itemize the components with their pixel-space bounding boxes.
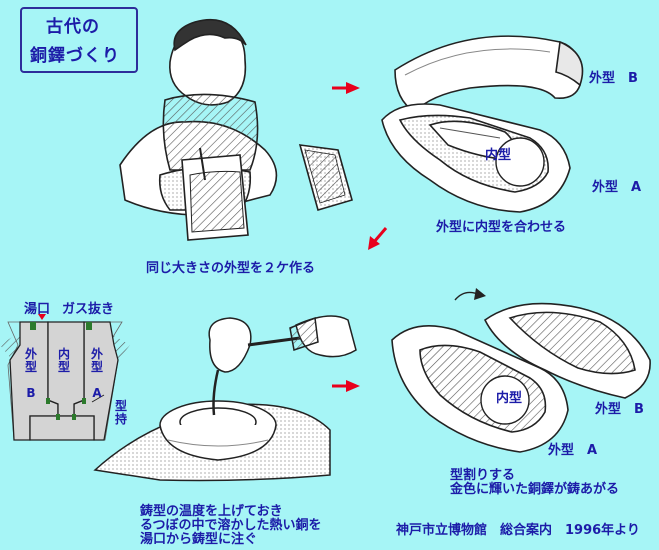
opened-mold-bottom xyxy=(391,288,651,453)
section-char: 型 xyxy=(114,399,127,413)
section-char: 外 xyxy=(90,347,103,361)
section-char: 外 xyxy=(24,347,37,361)
label-inner-mold: 内型 xyxy=(485,148,512,163)
label-pouring-gate: 湯口 xyxy=(24,302,51,317)
mold-cross-section xyxy=(0,314,130,441)
section-char: B xyxy=(26,386,36,400)
section-label-holder: 型 持 xyxy=(114,400,128,426)
arrow-down-left xyxy=(368,227,388,250)
artisan-figure xyxy=(119,18,353,241)
label-inner-mold-bottom: 内型 xyxy=(496,391,523,406)
source-credit: 神戸市立博物館 総合案内 1996年より xyxy=(396,523,640,538)
outer-mold-a-top xyxy=(381,103,571,213)
arrow-right-top xyxy=(332,82,360,94)
section-char: 型 xyxy=(90,360,103,374)
section-char: 型 xyxy=(24,360,37,374)
title-line-2: 銅鐸づくり xyxy=(30,46,120,66)
pouring-scene xyxy=(93,315,357,482)
label-pour-step-2: るつぼの中で溶かした熱い銅を xyxy=(140,518,322,533)
label-outer-b: 外型 B xyxy=(589,71,638,86)
title-box xyxy=(20,7,138,73)
section-label-outer-a: 外 型 A xyxy=(90,348,104,400)
label-make-two: 同じ大きさの外型を２ケ作る xyxy=(146,261,316,276)
title-line-1: 古代の xyxy=(46,17,100,37)
label-outer-a: 外型 A xyxy=(592,180,642,195)
label-outer-a-bottom: 外型 A xyxy=(548,443,598,458)
label-split-2: 金色に輝いた銅鐸が鋳あがる xyxy=(450,482,620,497)
section-char: 型 xyxy=(57,360,70,374)
section-label-inner: 内 型 xyxy=(57,348,71,374)
label-combine: 外型に内型を合わせる xyxy=(436,220,567,235)
label-pour-step-1: 鋳型の温度を上げておき xyxy=(140,504,283,519)
label-gas-vent: ガス抜き xyxy=(62,302,115,317)
label-pour-step-3: 湯口から鋳型に注ぐ xyxy=(140,532,258,547)
outer-mold-b-top xyxy=(394,35,584,114)
section-char: A xyxy=(92,386,102,400)
section-label-outer-b: 外 型 B xyxy=(24,348,38,400)
section-char: 持 xyxy=(114,412,127,426)
arrow-right-bottom xyxy=(332,380,360,392)
label-outer-b-bottom: 外型 B xyxy=(595,402,644,417)
section-char: 内 xyxy=(57,347,70,361)
label-split-1: 型割りする xyxy=(450,468,516,483)
